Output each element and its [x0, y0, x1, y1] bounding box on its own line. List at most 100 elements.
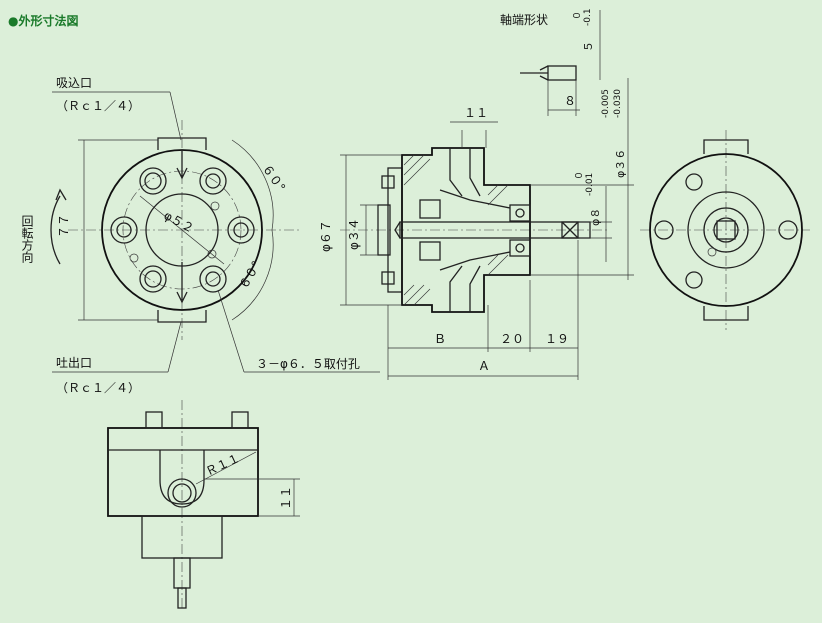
shaft-end-detail: 軸端形状 ５ ０ -0.1 ８	[500, 8, 601, 116]
shaft-key8-label: ８	[564, 94, 576, 108]
rear-hole-right	[778, 220, 798, 240]
side-seal-lower	[509, 239, 531, 257]
rear-small-hole	[707, 247, 717, 257]
rear-hub	[703, 207, 749, 253]
bottom-port-outer	[167, 478, 197, 508]
front-hole-right-bore	[233, 222, 249, 238]
front-view: φ５２ ６０° ６０° ７７ 回転方向 吸込口 （Ｒｃ１／４） 吐出口 （Ｒｃ１	[20, 76, 380, 395]
side-pilot	[377, 204, 391, 256]
side-rotor-lower	[439, 251, 511, 271]
side-rotor-block-lower	[419, 241, 441, 261]
rear-shaft-bore	[713, 217, 739, 243]
front-angle-arc-upper	[231, 139, 274, 231]
rear-hole-upper	[685, 173, 703, 191]
front-hole-upper-right	[199, 167, 227, 195]
side-dia34-label: φ３４	[347, 218, 361, 250]
rear-hole-lower	[685, 271, 703, 289]
side-pilot36-tol-lower: -0.030	[613, 89, 623, 118]
bottom-port-inner	[172, 483, 192, 503]
front-hole-lower-right	[199, 265, 227, 293]
side-seal-ball-lower	[515, 243, 525, 253]
front-pcd-label: φ５２	[162, 208, 197, 235]
bottom-r11-label: Ｒ１１	[203, 451, 242, 479]
discharge-leader-diag	[167, 321, 182, 373]
bottom-bolt-right	[231, 411, 249, 429]
side-hatching	[403, 154, 509, 306]
bottom-shaft-tip	[177, 587, 187, 609]
suction-port-label: 吸込口	[56, 76, 92, 90]
side-seal-upper	[509, 204, 531, 222]
front-pcd-dimension-line	[139, 195, 225, 265]
bottom-body	[107, 427, 259, 517]
side-dim-B-label: Ｂ	[434, 332, 446, 346]
side-pilot36-tol-upper: -0.005	[601, 89, 611, 118]
shaft-key5-tol-upper: ０	[573, 11, 583, 20]
side-section-view: １１ φ６７ φ３４ Ｂ ２０ １９ Ａ φ８	[319, 78, 634, 380]
rotation-direction-label: 回転方向	[20, 215, 34, 263]
shaft-key5-tol-lower: -0.1	[583, 8, 593, 26]
bottom-view: Ｒ１１ １１	[107, 400, 300, 610]
mount-hole-leader-diag	[217, 289, 245, 373]
side-rotor-block-upper	[419, 199, 441, 219]
rear-view	[640, 130, 810, 330]
front-hole-left-bore	[116, 222, 132, 238]
shaft-end-key	[520, 65, 549, 81]
side-shaft	[399, 221, 591, 239]
front-port-lower-left-bore	[144, 270, 162, 288]
discharge-thread-label: （Ｒｃ１／４）	[56, 381, 140, 395]
suction-thread-label: （Ｒｃ１／４）	[56, 99, 140, 113]
bottom-bolt-left	[145, 411, 163, 429]
side-dim-20-label: ２０	[500, 332, 524, 346]
front-angle-arc-lower	[231, 229, 274, 321]
side-shaft8-tol-upper: ０	[575, 171, 585, 180]
page-title: ●外形寸法図	[8, 10, 78, 29]
front-bottom-lug	[157, 310, 207, 323]
side-shaft-tip-upper	[394, 221, 401, 231]
front-hole-right	[227, 216, 255, 244]
side-shaft8-tol-lower: -0.01	[585, 173, 595, 196]
rear-top-lug	[703, 139, 749, 154]
front-small-hole-2	[210, 201, 220, 211]
side-key-x2	[561, 221, 579, 239]
rear-bottom-lug	[703, 306, 749, 321]
front-angle-lower-label: ６０°	[236, 259, 263, 292]
front-small-hole-3	[207, 249, 217, 259]
front-flow-arrow-top	[176, 150, 188, 180]
rotation-arrow-arc	[50, 195, 61, 265]
side-bolt-lower	[381, 271, 395, 285]
front-top-lug	[157, 137, 207, 150]
rear-outer-circle	[649, 153, 803, 307]
page-title-text: ●外形寸法図	[8, 14, 79, 28]
side-dim-19-label: １９	[545, 332, 569, 346]
shaft-end-body	[547, 65, 577, 81]
side-bolt-upper	[381, 175, 395, 189]
side-shaft8-label: φ８	[589, 208, 602, 226]
front-flow-arrow-bottom	[176, 262, 188, 304]
front-port-upper-left	[139, 167, 167, 195]
side-dim-A-label: Ａ	[478, 359, 490, 373]
rear-shaft-square	[716, 220, 736, 240]
bottom-port-boss	[159, 450, 205, 505]
discharge-port-label: 吐出口	[56, 356, 92, 370]
front-hole-left	[110, 216, 138, 244]
shaft-end-shape-label: 軸端形状	[500, 13, 548, 27]
rear-boss	[687, 191, 765, 269]
bottom-dim11-label: １１	[279, 486, 293, 510]
shaft-key5-label: ５	[582, 41, 595, 52]
front-angle-upper-label: ６０°	[260, 162, 289, 195]
side-shaft-tip-lower	[394, 229, 401, 239]
front-hole-upper-right-bore	[205, 173, 221, 189]
side-key-box	[561, 221, 579, 239]
side-seal-ball-upper	[515, 208, 525, 218]
side-dia67-label: φ６７	[319, 220, 333, 252]
side-pilot36-label: φ３６	[614, 149, 627, 178]
mount-holes-label: ３－φ６．５取付孔	[256, 357, 360, 371]
side-port-lower	[449, 265, 481, 312]
rotation-arrow-head	[55, 188, 67, 201]
front-hole-lower-right-bore	[205, 271, 221, 287]
rear-hole-left	[654, 220, 674, 240]
suction-leader-diag	[169, 91, 182, 141]
side-dim11-label: １１	[464, 106, 488, 120]
